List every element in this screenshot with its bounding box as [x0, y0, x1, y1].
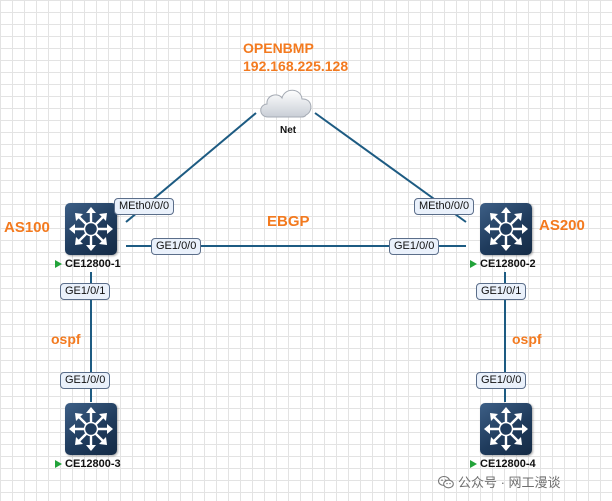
device-name: CE12800-2: [480, 258, 536, 270]
port-ce2-ge-down[interactable]: GE1/0/1: [476, 283, 527, 300]
device-name: CE12800-4: [480, 458, 536, 470]
wechat-icon: [438, 476, 454, 489]
ospf-left-label: ospf: [51, 331, 81, 347]
port-ce1-meth[interactable]: MEth0/0/0: [114, 198, 175, 215]
port-ce1-ge-ebgp[interactable]: GE1/0/0: [151, 238, 202, 255]
device-label-ce12800-2: CE12800-2: [470, 258, 536, 270]
ospf-right-label: ospf: [512, 331, 542, 347]
as-right-label: AS200: [539, 217, 585, 234]
cloud-icon[interactable]: [256, 83, 316, 123]
port-ce2-meth[interactable]: MEth0/0/0: [414, 198, 475, 215]
watermark: 公众号 · 网工漫谈: [438, 472, 561, 491]
as-left-label: AS100: [4, 219, 50, 236]
status-play-icon: [55, 260, 62, 268]
status-play-icon: [55, 460, 62, 468]
switch-icon: [484, 207, 528, 251]
port-ce4-ge-up[interactable]: GE1/0/0: [476, 372, 527, 389]
device-label-ce12800-4: CE12800-4: [470, 458, 536, 470]
device-label-ce12800-1: CE12800-1: [55, 258, 121, 270]
port-ce1-ge-down[interactable]: GE1/0/1: [60, 283, 111, 300]
device-name: CE12800-3: [65, 458, 121, 470]
cloud-label: Net: [280, 125, 297, 136]
device-ce12800-2[interactable]: [480, 203, 532, 255]
status-play-icon: [470, 260, 477, 268]
device-ce12800-4[interactable]: [480, 403, 532, 455]
device-label-ce12800-3: CE12800-3: [55, 458, 121, 470]
status-play-icon: [470, 460, 477, 468]
ebgp-label: EBGP: [267, 213, 310, 230]
port-ce2-ge-ebgp[interactable]: GE1/0/0: [389, 238, 440, 255]
port-ce3-ge-up[interactable]: GE1/0/0: [60, 372, 111, 389]
device-ce12800-1[interactable]: [65, 203, 117, 255]
switch-icon: [69, 207, 113, 251]
device-name: CE12800-1: [65, 258, 121, 270]
switch-icon: [69, 407, 113, 451]
device-ce12800-3[interactable]: [65, 403, 117, 455]
server-ip: 192.168.225.128: [243, 58, 349, 74]
switch-icon: [484, 407, 528, 451]
watermark-text: 公众号 · 网工漫谈: [458, 475, 561, 490]
server-name: OPENBMP: [243, 40, 314, 56]
